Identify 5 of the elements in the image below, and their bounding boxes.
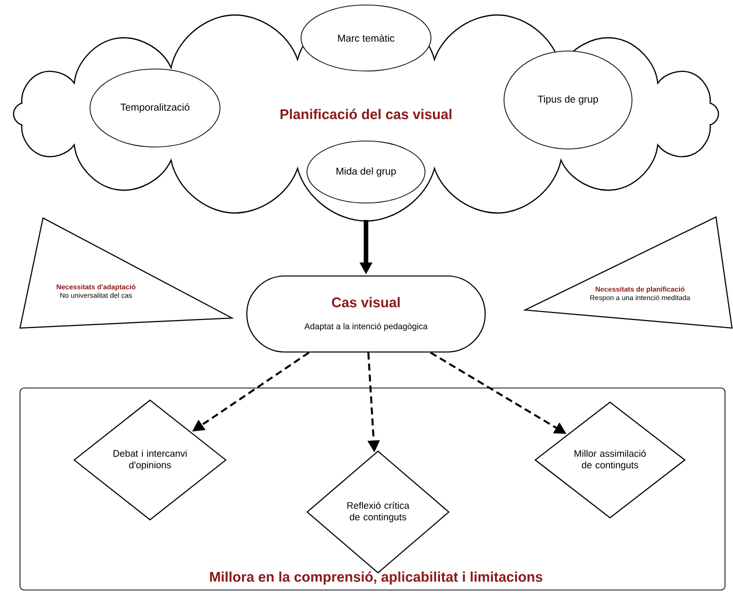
ellipse-node: Marc temàtic [300, 4, 432, 72]
ellipse-node: Mida del grup [306, 140, 426, 204]
rounded-box: Cas visual Adaptat a la intenció pedagògica [246, 275, 486, 353]
ellipse-node: Temporalització [90, 68, 220, 148]
ellipse-node: Tipus de grup [504, 50, 632, 150]
